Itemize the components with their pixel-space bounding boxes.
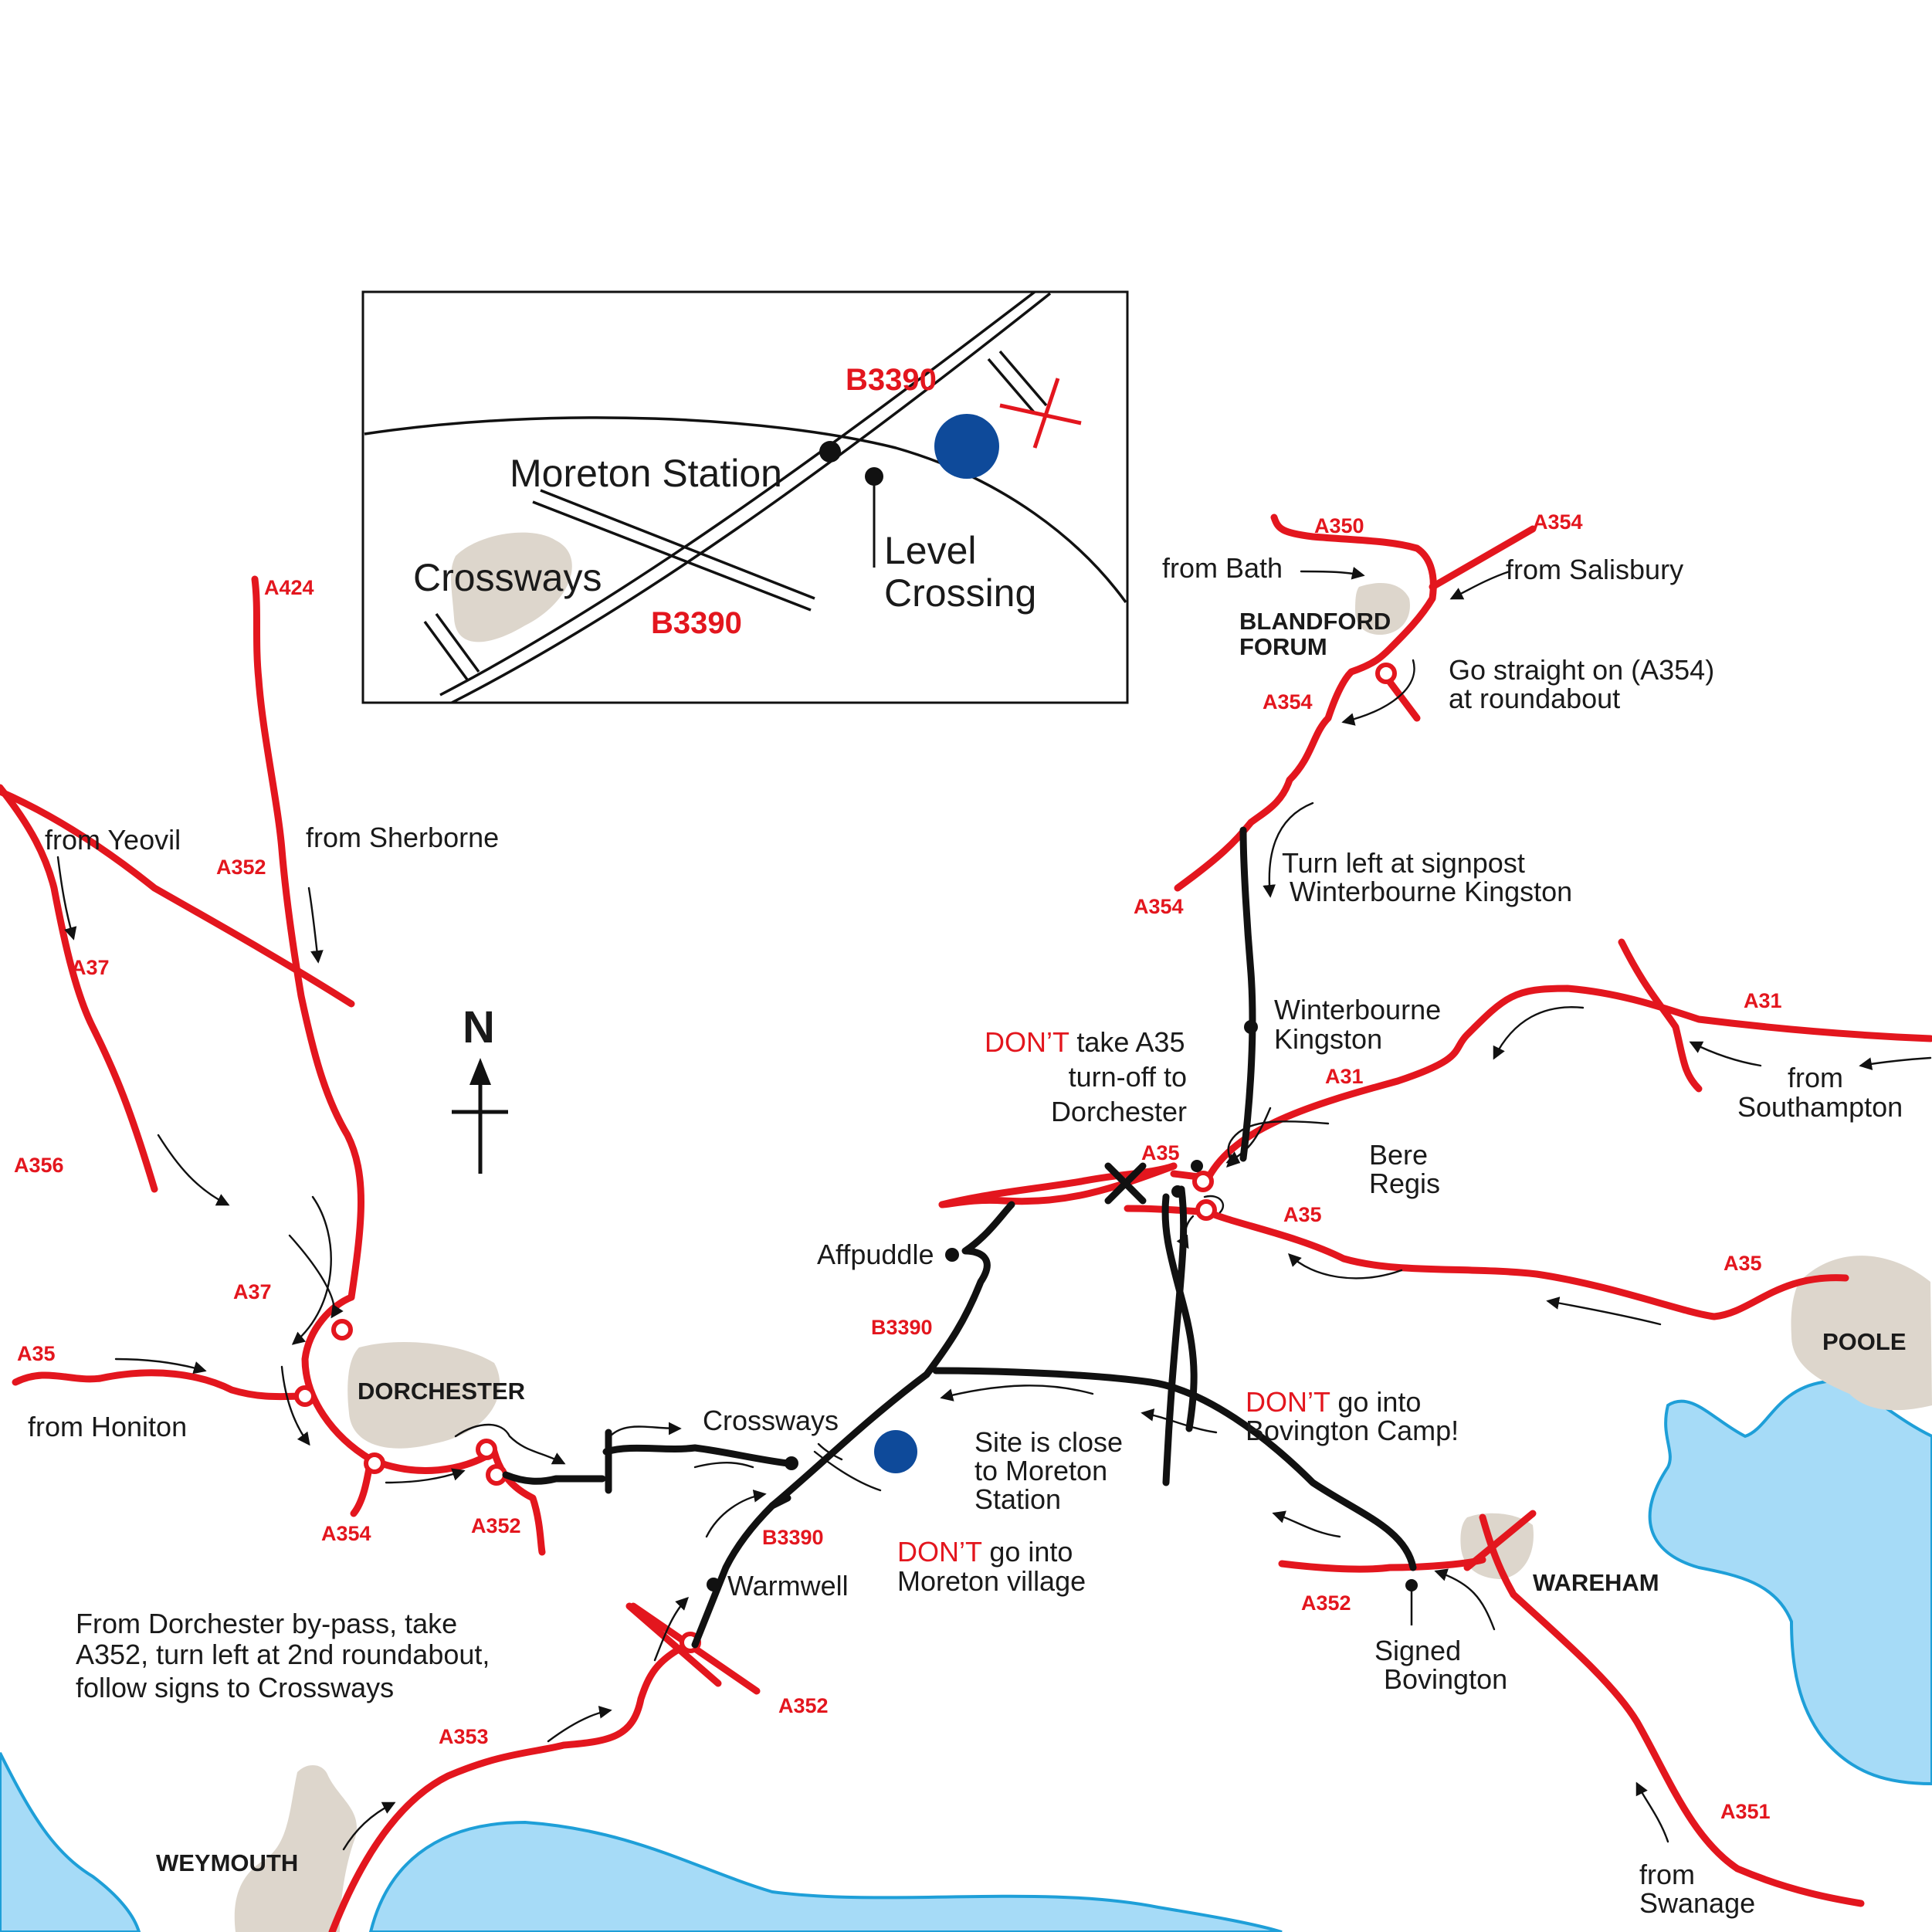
road-a356: A356	[14, 1154, 64, 1177]
inset-map: B3390 B3390 Moreton Station Level Crossi…	[361, 290, 1129, 704]
place-bere-1: Bere	[1369, 1139, 1428, 1171]
inset-site-marker	[934, 414, 999, 479]
label-site-1: Site is close	[974, 1426, 1123, 1458]
direction-labels: from Yeovil from Sherborne from Honiton …	[28, 552, 1903, 1919]
warning-moreton-1: DON’T go into	[897, 1536, 1073, 1568]
town-dorchester: DORCHESTER	[358, 1378, 525, 1405]
warning-a35-2: turn-off to	[1069, 1061, 1187, 1093]
label-dorchester-2: A352, turn left at 2nd roundabout,	[76, 1639, 490, 1670]
town-weymouth: WEYMOUTH	[156, 1849, 298, 1876]
label-dorchester-3: follow signs to Crossways	[76, 1672, 394, 1703]
warning-bovington-1: DON’T go into	[1246, 1386, 1421, 1418]
road-a354-blandford-south: A354	[1263, 690, 1313, 713]
road-a424: A424	[264, 576, 314, 599]
label-from-swanage-1: from	[1639, 1859, 1695, 1890]
inset-road-label-bottom: B3390	[651, 606, 742, 640]
road-a352-wareham: A352	[1301, 1591, 1351, 1615]
road-a35-bere-north: A35	[1141, 1141, 1180, 1164]
road-a37-north: A37	[71, 956, 110, 979]
warning-moreton-2: Moreton village	[897, 1565, 1086, 1597]
place-crossways: Crossways	[703, 1405, 839, 1436]
road-a352-warmwell: A352	[778, 1694, 829, 1717]
label-from-bath: from Bath	[1162, 552, 1283, 584]
label-turn-left-2: Winterbourne Kingston	[1290, 876, 1572, 907]
label-from-salisbury: from Salisbury	[1506, 554, 1683, 585]
warning-a35-1: DON’T take A35	[985, 1026, 1185, 1058]
inset-level-crossing-2: Crossing	[884, 571, 1036, 615]
road-a353: A353	[439, 1725, 489, 1748]
label-signed-2: Bovington	[1384, 1663, 1507, 1695]
warning-labels: DON’T take A35 turn-off to Dorchester DO…	[897, 1026, 1459, 1597]
inset-station-label: Moreton Station	[510, 452, 782, 495]
town-areas	[234, 583, 1932, 1932]
town-blandford-1: BLANDFORD	[1239, 608, 1391, 635]
place-warmwell: Warmwell	[727, 1570, 849, 1602]
town-blandford-2: FORUM	[1239, 633, 1327, 660]
sea	[0, 1379, 1932, 1932]
road-a35-bere-south: A35	[1283, 1203, 1322, 1226]
road-a354-dorchester: A354	[321, 1522, 371, 1545]
direction-arrows	[56, 567, 1932, 1851]
warning-bovington-2: Bovington Camp!	[1246, 1415, 1459, 1446]
road-a31-east: A31	[1744, 989, 1782, 1012]
route-roads	[502, 826, 1417, 1649]
main-roads	[0, 514, 1932, 1932]
label-from-sherborne: from Sherborne	[306, 822, 499, 853]
label-site-3: Station	[974, 1483, 1061, 1515]
road-labels: A424 A352 A37 A356 A37 A35 A354 A352 B33…	[14, 510, 1782, 1823]
place-winterbourne-1: Winterbourne	[1274, 994, 1441, 1025]
inset-road-label-top: B3390	[846, 363, 937, 397]
north-label: N	[463, 1002, 495, 1052]
label-from-honiton: from Honiton	[28, 1411, 187, 1442]
label-turn-left-1: Turn left at signpost	[1282, 847, 1525, 879]
place-bere-2: Regis	[1369, 1168, 1440, 1199]
town-labels: DORCHESTER BLANDFORD FORUM POOLE WAREHAM…	[156, 608, 1907, 1876]
warning-a35-3: Dorchester	[1051, 1096, 1187, 1127]
road-a354-salisbury: A354	[1533, 510, 1583, 534]
road-b3390-affpuddle: B3390	[871, 1316, 933, 1339]
label-dorchester-1: From Dorchester by-pass, take	[76, 1608, 457, 1639]
north-arrow: N	[452, 1002, 508, 1174]
place-labels: Crossways Affpuddle Warmwell Winterbourn…	[703, 994, 1441, 1602]
label-site-2: to Moreton	[974, 1455, 1107, 1486]
label-from-swanage-2: Swanage	[1639, 1887, 1755, 1919]
town-poole: POOLE	[1822, 1328, 1907, 1355]
road-a351: A351	[1720, 1800, 1771, 1823]
road-a31-bere: A31	[1325, 1065, 1364, 1088]
place-winterbourne-2: Kingston	[1274, 1023, 1382, 1055]
label-from-southampton-1: from	[1788, 1062, 1843, 1093]
label-go-straight-2: at roundabout	[1449, 683, 1620, 714]
inset-level-crossing-1: Level	[884, 529, 977, 572]
route-dots	[707, 1020, 1418, 1625]
place-affpuddle: Affpuddle	[817, 1239, 934, 1270]
road-a37-south: A37	[233, 1280, 272, 1303]
road-a35-poole: A35	[1724, 1252, 1762, 1275]
town-wareham: WAREHAM	[1533, 1569, 1659, 1596]
label-signed-1: Signed	[1374, 1635, 1461, 1666]
road-a352-north: A352	[216, 856, 266, 879]
label-go-straight-1: Go straight on (A354)	[1449, 654, 1714, 686]
site-marker	[874, 1430, 917, 1473]
road-a352-dorchester: A352	[471, 1514, 521, 1537]
road-b3390-warmwell: B3390	[762, 1526, 824, 1549]
label-from-yeovil: from Yeovil	[45, 824, 181, 856]
label-from-southampton-2: Southampton	[1737, 1091, 1903, 1123]
road-a350: A350	[1314, 514, 1364, 537]
roundabouts	[294, 663, 1397, 1653]
road-a35-west: A35	[17, 1342, 56, 1365]
road-a354-lower: A354	[1134, 895, 1184, 918]
inset-crossways-label: Crossways	[413, 556, 602, 599]
